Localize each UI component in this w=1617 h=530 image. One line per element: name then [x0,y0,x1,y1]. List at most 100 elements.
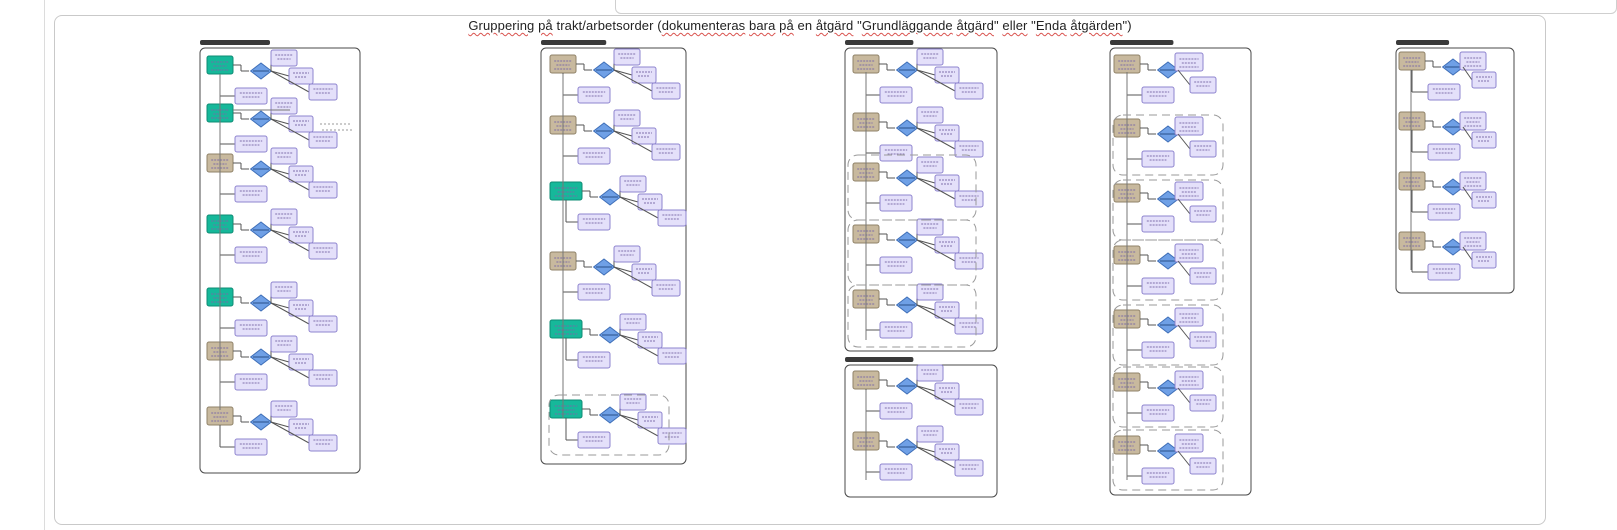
lav-node [1141,467,1175,485]
edge [916,304,936,311]
edge [613,69,653,92]
lav-node [651,143,681,161]
edge [270,70,310,93]
lav-node [308,242,338,260]
edge [619,334,659,357]
title-word: " [993,18,1003,33]
edge [916,304,956,327]
lav-node [1427,83,1461,101]
title-word: ") [1122,18,1132,33]
lav-node [288,418,314,436]
tan-node [852,370,880,390]
lav-node [879,144,913,162]
lav-node [613,245,641,263]
lav-node [270,147,298,165]
lav-node [577,283,611,301]
edge [619,414,639,421]
lav-node [637,411,663,429]
lav-node [954,398,984,416]
lav-node [651,279,681,297]
lav-node [288,353,314,371]
lav-node [577,147,611,165]
lav-node [270,335,298,353]
teal-node [549,399,583,419]
lav-node [234,246,268,264]
edge [1462,66,1473,81]
title-word: på [779,18,794,33]
lav-node [1427,263,1461,281]
dashed-group [1112,429,1224,491]
edge [1462,126,1473,141]
tan-node [1398,51,1426,71]
lav-node [631,263,657,281]
lav-node [234,319,268,337]
lav-node [288,115,314,133]
title-word: bara [749,18,776,33]
edge [916,69,936,76]
lav-node [1189,140,1217,158]
lav-node [1141,86,1175,104]
lav-node [631,127,657,145]
column-header-bar [200,40,270,45]
lav-node [234,438,268,456]
lav-node [1141,404,1175,422]
title-word: åtgärden [1070,18,1123,33]
section-title: Gruppering på trakt/arbetsorder (dokumen… [55,18,1545,33]
title-word: en [793,18,816,33]
lav-node [1459,51,1487,71]
title-word: åtgärd [956,18,994,33]
edge [916,385,936,392]
edge [270,168,310,191]
dashed-group [1112,304,1224,366]
lav-node [288,226,314,244]
edge [916,69,956,92]
edge [1177,133,1191,150]
edge [916,127,936,134]
dashed-group [847,284,977,348]
edge [1462,186,1473,201]
lav-node [270,281,298,299]
column-header-bar [541,40,607,45]
lav-node [934,443,960,461]
edge [270,70,290,77]
lav-node [1471,71,1497,89]
edge [1177,324,1191,341]
lav-node [308,315,338,333]
edge [1177,69,1191,86]
tan-node [1113,54,1141,74]
dashed-group [548,394,670,456]
edge [619,196,639,203]
edge [270,229,290,236]
edge [270,118,310,141]
edge [1177,260,1191,277]
lav-node [270,49,298,67]
title-word: Grundläggande [861,18,953,33]
tan-node [852,54,880,74]
edge [270,356,310,379]
lav-node [577,351,611,369]
lav-node [308,434,338,452]
lav-node [270,208,298,226]
lav-node [1471,131,1497,149]
lav-node [1174,433,1204,453]
lav-node [270,400,298,418]
column-frame [199,47,361,474]
title-word: eller [1002,18,1028,33]
edge [916,446,936,453]
lav-node [657,347,687,365]
edge [916,127,956,150]
tan-node [1398,111,1426,131]
title-word: på [538,18,553,33]
lav-node [954,252,984,270]
lav-node [288,165,314,183]
edge [916,177,956,200]
lav-node [288,67,314,85]
edge [916,239,956,262]
lav-node [1459,111,1487,131]
edge [270,229,310,252]
lav-node [934,382,960,400]
lav-node [1174,370,1204,390]
teal-node [206,55,234,75]
column-header-bar [1110,40,1174,45]
